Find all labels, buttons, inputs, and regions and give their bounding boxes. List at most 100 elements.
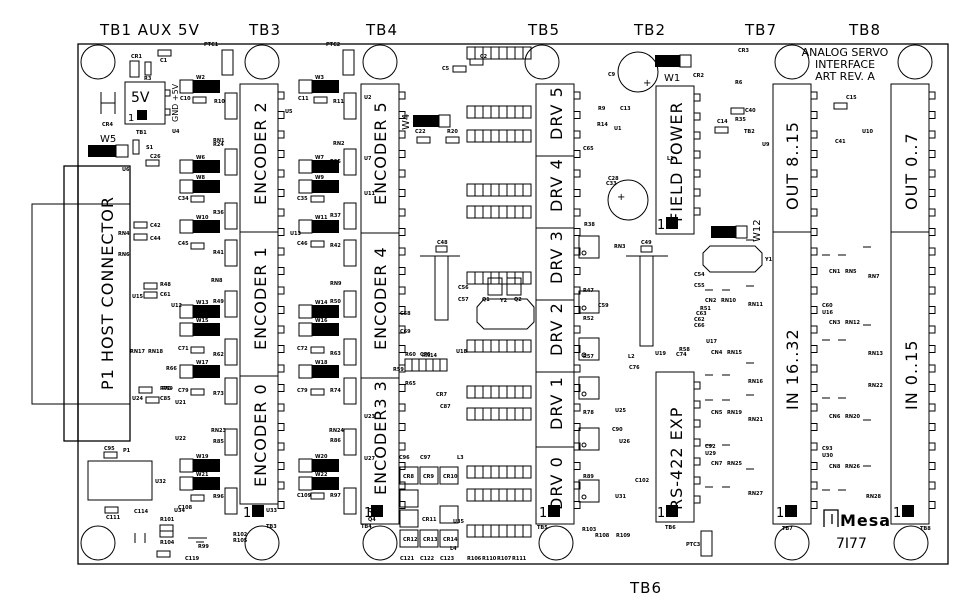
resistor-array-cell — [482, 385, 492, 399]
resistor-array-cell — [466, 407, 476, 421]
resistor-array-cell — [498, 183, 508, 197]
terminal-pin — [810, 228, 818, 236]
terminal-pin — [398, 403, 406, 412]
component-label: C57 — [458, 297, 469, 303]
label-TB3: TB3 — [266, 524, 277, 530]
terminal-pin — [810, 306, 818, 314]
component-label: R108 — [595, 533, 610, 539]
capacitor — [190, 195, 205, 203]
component-label: CN2 — [705, 298, 717, 304]
terminal-pin — [928, 481, 936, 490]
component-label: C93 — [822, 446, 833, 452]
label-tb3: TB3 — [248, 21, 281, 39]
jumper-shunt — [312, 477, 339, 490]
component-label: R10 — [214, 99, 225, 105]
terminal-pin — [277, 169, 285, 178]
jumper-open-pin — [179, 476, 194, 491]
component-label: C58 — [400, 311, 411, 317]
component-label: U22 — [175, 436, 187, 442]
terminal-pin — [810, 364, 818, 373]
component-label: U12 — [171, 303, 183, 309]
component-label: CR7 — [436, 392, 448, 398]
jumper-open-pin — [298, 322, 313, 337]
component-label: C66 — [694, 323, 705, 329]
component-label: R66 — [166, 366, 177, 372]
resistor-array-cell — [506, 385, 516, 399]
component-label: U6 — [122, 167, 130, 173]
label-C111: C111 — [106, 515, 121, 521]
terminal-pin — [693, 188, 701, 197]
terminal-pin — [398, 111, 406, 119]
capacitor — [714, 126, 729, 134]
in-16-32-label: IN 16..32 — [783, 328, 802, 410]
capacitor-c9 — [617, 51, 659, 93]
resistor-array-cell — [432, 358, 441, 372]
component-label: R35 — [735, 117, 746, 123]
tb2-field-power-connector: FIELD POWER 1 — [655, 85, 701, 235]
resistor-network — [343, 487, 357, 515]
component-label: RN19 — [727, 410, 743, 416]
capacitor — [190, 242, 205, 250]
host-connector-label: P1 HOST CONNECTOR — [98, 196, 117, 390]
capacitor — [133, 233, 148, 241]
terminal-pin — [810, 267, 818, 275]
component-label: U11 — [364, 191, 376, 197]
jumper-open-pin — [179, 79, 194, 94]
component-label: R106 — [467, 556, 482, 562]
encoder-3-label: ENCODER3 3 — [371, 380, 390, 495]
resistor-array-cell — [506, 524, 516, 538]
resistor-array-cell — [506, 407, 516, 421]
terminal-pin — [277, 189, 285, 197]
resistor-array-cell — [506, 488, 516, 502]
component-label: CN6 — [829, 414, 841, 420]
field-power-label: FIELD POWER — [667, 101, 686, 222]
terminal-pin — [277, 384, 285, 392]
capacitor — [310, 240, 325, 248]
component-label: U10 — [862, 129, 874, 135]
terminal-pin — [573, 364, 581, 373]
component-label: C44 — [150, 236, 161, 242]
resistor-array-cell — [498, 205, 508, 219]
mounting-hole — [774, 44, 810, 80]
jumper-shunt — [193, 160, 220, 173]
resistor-array-cell — [482, 488, 492, 502]
resistor-array-cell — [514, 129, 524, 143]
component-label: U18 — [456, 349, 468, 355]
terminal-pin — [277, 306, 285, 314]
label-CR8: CR8 — [403, 474, 415, 480]
mounting-hole — [362, 44, 398, 80]
terminal-pin — [928, 364, 936, 373]
component-label: U31 — [615, 494, 627, 500]
resistor-array-cell — [474, 105, 484, 119]
resistor-array-cell — [506, 129, 516, 143]
component-label: U27 — [364, 456, 376, 462]
terminal-pin — [573, 423, 581, 431]
transistor-package — [578, 427, 600, 451]
terminal-pin — [928, 267, 936, 275]
label-U4: U4 — [172, 129, 180, 135]
resistor-array-cell — [506, 339, 516, 353]
resistor-network — [343, 428, 357, 456]
pin1-label: 1 — [128, 113, 134, 124]
jumper-open-pin — [298, 476, 313, 491]
jumper-open-pin — [298, 364, 313, 379]
label-S1: S1 — [146, 145, 154, 151]
pin1-label: 1 — [364, 506, 372, 521]
resistor-array-cell — [514, 205, 524, 219]
component-label: CR3 — [738, 48, 750, 54]
component-label: R85 — [213, 439, 224, 445]
jumper-shunt — [193, 180, 220, 193]
component-label: U34 — [174, 508, 186, 514]
component-label: RN26 — [845, 464, 861, 470]
label-TB6: TB6 — [665, 525, 676, 531]
component-label: C15 — [846, 95, 857, 101]
jumper-label: W19 — [196, 454, 209, 460]
terminal-pin — [928, 442, 936, 451]
terminal-pin — [398, 325, 406, 334]
component-label: C75 — [420, 352, 431, 358]
board-title: ANALOG SERVO INTERFACE ART REV. A — [802, 46, 889, 83]
pin1-dot — [581, 352, 587, 358]
mounting-hole — [80, 525, 116, 561]
component-label: RN15 — [727, 350, 743, 356]
component-label: C90 — [612, 427, 623, 433]
